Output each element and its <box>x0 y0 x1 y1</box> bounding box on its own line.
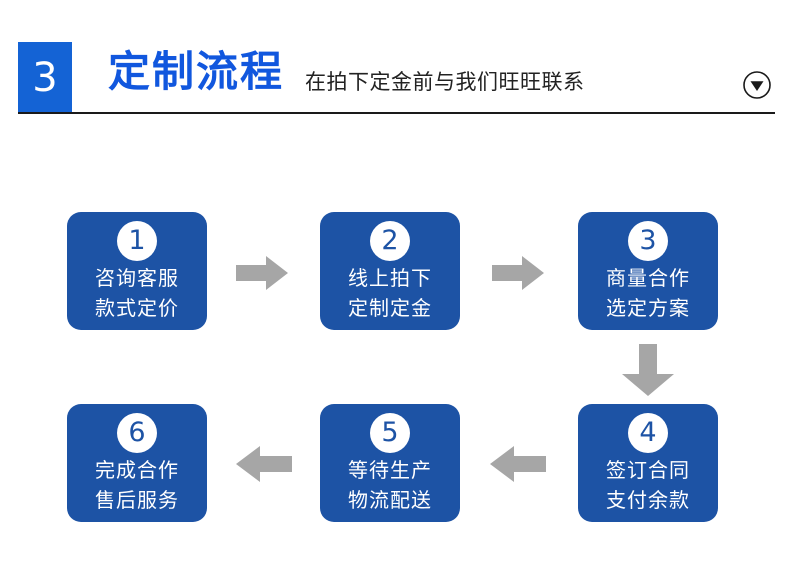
step-number-4: 4 <box>628 413 668 453</box>
page-subtitle: 在拍下定金前与我们旺旺联系 <box>305 70 585 94</box>
step-label-2-line2: 定制定金 <box>348 296 432 320</box>
step-label-1-line2: 款式定价 <box>95 296 179 320</box>
step-label-2: 线上拍下 定制定金 <box>348 263 432 323</box>
section-number-badge: 3 <box>18 42 72 114</box>
step-number-3: 3 <box>628 221 668 261</box>
step-label-1: 咨询客服 款式定价 <box>95 263 179 323</box>
flow-step-3[interactable]: 3 商量合作 选定方案 <box>578 212 718 330</box>
flow-step-6[interactable]: 6 完成合作 售后服务 <box>67 404 207 522</box>
header-divider <box>18 112 775 114</box>
step-label-5-line2: 物流配送 <box>348 488 432 512</box>
step-number-5: 5 <box>370 413 410 453</box>
flow-step-5[interactable]: 5 等待生产 物流配送 <box>320 404 460 522</box>
flow-step-4[interactable]: 4 签订合同 支付余款 <box>578 404 718 522</box>
arrow-step3-to-step4-icon <box>622 344 674 400</box>
flow-step-1[interactable]: 1 咨询客服 款式定价 <box>67 212 207 330</box>
step-label-3: 商量合作 选定方案 <box>606 263 690 323</box>
page-title: 定制流程 <box>108 47 285 96</box>
step-number-6: 6 <box>117 413 157 453</box>
flow-step-2[interactable]: 2 线上拍下 定制定金 <box>320 212 460 330</box>
step-label-5: 等待生产 物流配送 <box>348 455 432 515</box>
step-number-1: 1 <box>117 221 157 261</box>
step-label-6: 完成合作 售后服务 <box>95 455 179 515</box>
step-label-4-line2: 支付余款 <box>606 488 690 512</box>
arrow-step1-to-step2-icon <box>236 256 288 294</box>
step-label-6-line1: 完成合作 <box>95 458 179 482</box>
step-label-3-line1: 商量合作 <box>606 266 690 290</box>
arrow-step5-to-step6-icon <box>236 446 292 486</box>
step-label-6-line2: 售后服务 <box>95 488 179 512</box>
step-label-4-line1: 签订合同 <box>606 458 690 482</box>
step-label-2-line1: 线上拍下 <box>348 266 432 290</box>
step-label-1-line1: 咨询客服 <box>95 266 179 290</box>
step-label-5-line1: 等待生产 <box>348 458 432 482</box>
step-label-3-line2: 选定方案 <box>606 296 690 320</box>
arrow-step2-to-step3-icon <box>492 256 544 294</box>
step-number-2: 2 <box>370 221 410 261</box>
section-header: 3 定制流程 在拍下定金前与我们旺旺联系 <box>0 0 790 118</box>
arrow-step4-to-step5-icon <box>490 446 546 486</box>
chevron-down-circle-icon[interactable] <box>742 70 772 100</box>
step-label-4: 签订合同 支付余款 <box>606 455 690 515</box>
